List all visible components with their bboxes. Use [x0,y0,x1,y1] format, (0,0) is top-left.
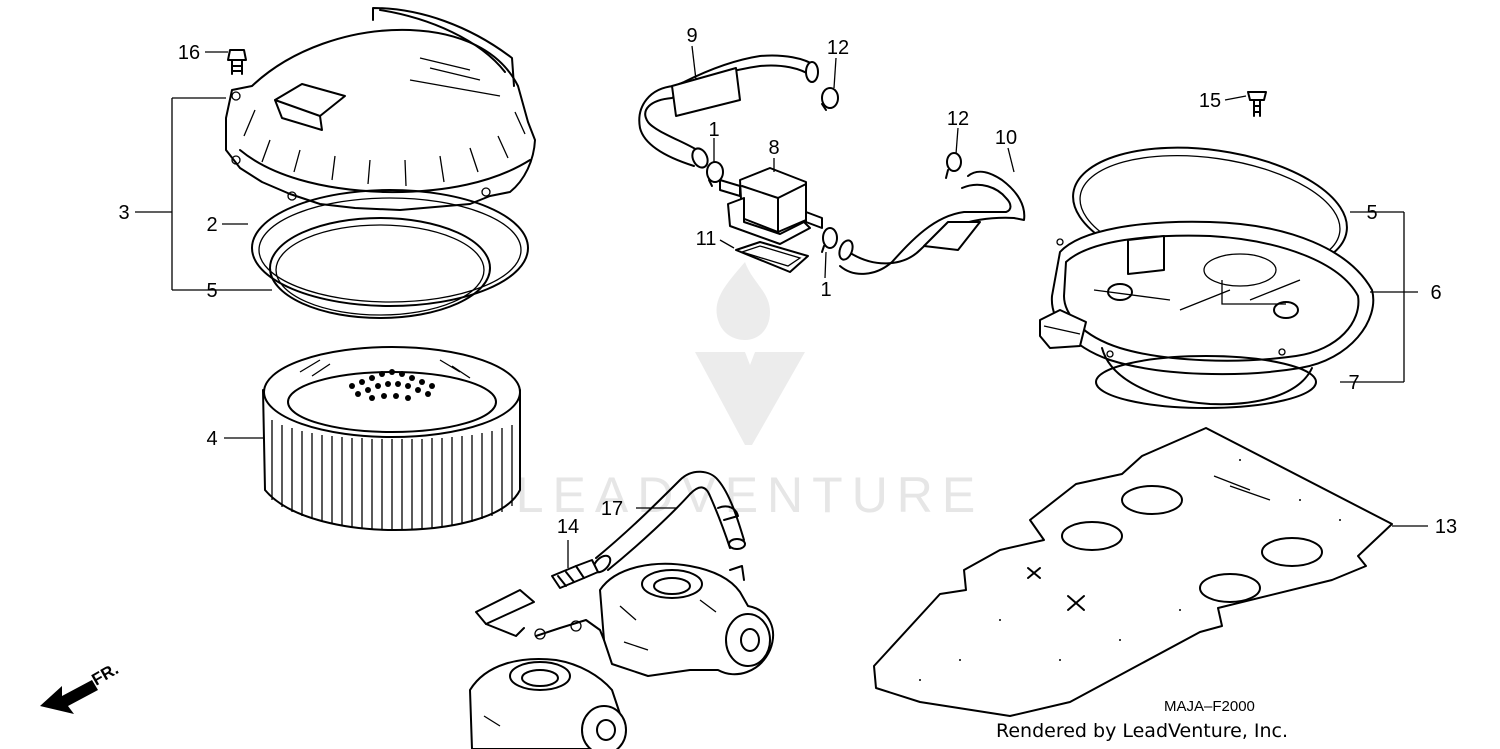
callout-9[interactable]: 9 [686,25,697,47]
front-direction-arrow: FR. [40,659,122,714]
callout-11[interactable]: 11 [696,228,717,250]
callout-2[interactable]: 2 [206,214,217,236]
credit-text: Rendered by LeadVenture, Inc. [996,720,1288,742]
callout-5-left[interactable]: 5 [206,280,217,302]
part-17-hose[interactable] [591,470,746,576]
part-14-connector[interactable] [551,559,599,589]
callout-7[interactable]: 7 [1348,372,1359,394]
callout-13[interactable]: 13 [1435,516,1457,538]
callout-17[interactable]: 17 [601,498,623,520]
part-16-bolt[interactable] [227,49,247,75]
part-3-air-cleaner-cover[interactable] [225,7,536,211]
callout-10[interactable]: 10 [995,127,1017,149]
watermark-text: LEADVENTURE [516,467,985,523]
part-4-air-filter-element[interactable] [262,346,521,531]
part-12-clip-upper[interactable] [821,87,839,111]
diagram-code: MAJA–F2000 [1164,698,1255,715]
part-7-seal-lower[interactable] [1095,355,1317,409]
callout-3[interactable]: 3 [118,202,129,224]
part-6-air-cleaner-case[interactable] [1039,220,1375,406]
callout-14[interactable]: 14 [557,516,579,538]
callout-4[interactable]: 4 [206,428,217,450]
watermark-flame-icon [716,262,770,340]
callout-8[interactable]: 8 [768,137,779,159]
callout-5-right[interactable]: 5 [1366,202,1377,224]
part-11-filter-pad[interactable] [735,241,809,273]
callout-12-lower[interactable]: 12 [947,108,969,130]
part-1-clip-upper[interactable] [706,161,724,187]
callout-12-upper[interactable]: 12 [827,37,849,59]
part-5-seal-left[interactable] [269,217,491,319]
part-13-insulator-mat[interactable] [873,427,1393,717]
callout-numbers: 16 3 2 5 4 9 12 1 8 11 1 12 10 15 5 6 7 … [118,25,1457,538]
callout-15[interactable]: 15 [1199,90,1221,112]
leader-lines [135,45,1428,568]
part-10-hose[interactable] [837,170,1026,275]
part-1-clip-lower[interactable] [821,227,838,253]
part-2-gasket[interactable] [251,189,529,307]
callout-16[interactable]: 16 [178,42,200,64]
callout-6[interactable]: 6 [1430,282,1441,304]
carburetor-assembly [469,562,774,749]
part-12-clip-lower[interactable] [945,152,962,179]
part-15-screw[interactable] [1247,91,1267,117]
part-9-hose[interactable] [638,54,819,170]
callout-1-lower[interactable]: 1 [820,279,831,301]
watermark-v-icon [695,352,805,445]
watermark: LEADVENTURE [516,262,985,523]
callout-1-upper[interactable]: 1 [708,119,719,141]
arrow-icon [40,680,98,714]
part-8-valve[interactable] [719,167,823,245]
